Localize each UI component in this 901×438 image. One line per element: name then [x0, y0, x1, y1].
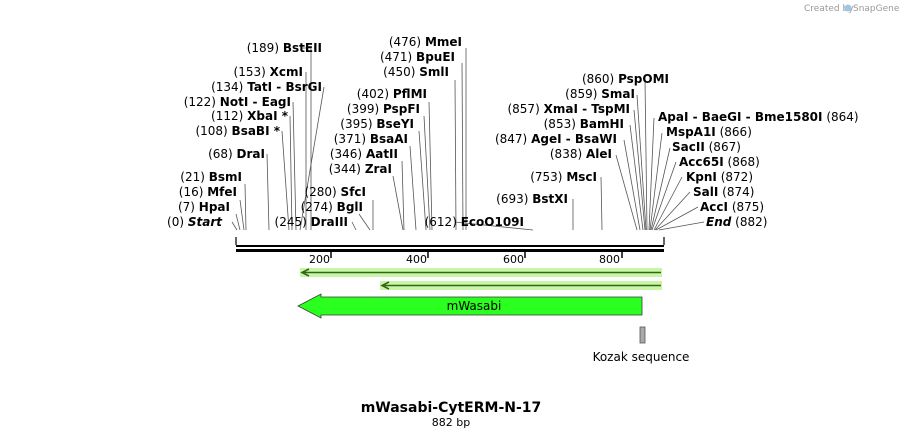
map-length: 882 bp	[432, 416, 470, 429]
site-draiii[interactable]: (245) DraIII	[275, 215, 348, 229]
credit-text: Created by	[804, 4, 854, 14]
site-acci[interactable]: AccI (875)	[700, 200, 764, 214]
site-zrai[interactable]: (344) ZraI	[329, 162, 392, 176]
site-kpni[interactable]: KpnI (872)	[686, 170, 753, 184]
site-drai[interactable]: (68) DraI	[208, 147, 265, 161]
site-sacii[interactable]: SacII (867)	[672, 140, 741, 154]
site-bsabi[interactable]: (108) BsaBI *	[195, 124, 280, 138]
brand-text: SnapGene	[853, 4, 900, 14]
tick-400: 400	[406, 253, 427, 266]
site-end[interactable]: End (882)	[706, 215, 767, 229]
site-smai[interactable]: (859) SmaI	[565, 87, 635, 101]
site-bseyi[interactable]: (395) BseYI	[340, 117, 414, 131]
mwasabi-label: mWasabi	[447, 299, 502, 313]
primer-arrow-1[interactable]	[300, 268, 662, 277]
site-bsmi[interactable]: (21) BsmI	[180, 170, 242, 184]
site-smli[interactable]: (450) SmlI	[383, 65, 449, 79]
kozak-label: Kozak sequence	[593, 350, 690, 364]
site-xmai-tspmi[interactable]: (857) XmaI - TspMI	[507, 102, 630, 116]
site-msci[interactable]: (753) MscI	[530, 170, 597, 184]
site-bpuei[interactable]: (471) BpuEI	[380, 50, 455, 64]
kozak-feature[interactable]: Kozak sequence	[593, 326, 690, 364]
map-title: mWasabi-CytERM-N-17	[361, 400, 542, 416]
mwasabi-feature[interactable]: mWasabi	[297, 293, 643, 319]
site-pspomi[interactable]: (860) PspOMI	[582, 72, 669, 86]
site-acc65i[interactable]: Acc65I (868)	[679, 155, 760, 169]
scale-ticks: 200 400 600 800	[309, 252, 623, 266]
site-ecoo109i[interactable]: (612) EcoO109I	[425, 215, 524, 229]
site-aatii[interactable]: (346) AatII	[330, 147, 398, 161]
site-xcmi[interactable]: (153) XcmI	[234, 65, 303, 79]
site-pflmi[interactable]: (402) PflMI	[357, 87, 427, 101]
site-tati-bsrgi[interactable]: (134) TatI - BsrGI	[211, 80, 322, 94]
site-sfci[interactable]: (280) SfcI	[304, 185, 366, 199]
site-alei[interactable]: (838) AleI	[550, 147, 612, 161]
site-bsaai[interactable]: (371) BsaAI	[334, 132, 408, 146]
site-sali[interactable]: SalI (874)	[693, 185, 754, 199]
site-bstxi[interactable]: (693) BstXI	[496, 192, 568, 206]
leader-lines	[231, 47, 705, 231]
site-mspa1i[interactable]: MspA1I (866)	[666, 125, 752, 139]
site-mmei[interactable]: (476) MmeI	[389, 35, 462, 49]
dna-backbone	[235, 237, 665, 252]
site-noti-eagi[interactable]: (122) NotI - EagI	[184, 95, 291, 109]
site-agei-bsawi[interactable]: (847) AgeI - BsaWI	[495, 132, 617, 146]
site-bsteii[interactable]: (189) BstEII	[247, 41, 322, 55]
primer-arrow-2[interactable]	[380, 281, 662, 290]
site-hpai[interactable]: (7) HpaI	[178, 200, 230, 214]
tick-200: 200	[309, 253, 330, 266]
tick-600: 600	[503, 253, 524, 266]
tick-800: 800	[599, 253, 620, 266]
site-bamhi[interactable]: (853) BamHI	[544, 117, 624, 131]
site-start[interactable]: (0) Start	[167, 215, 223, 229]
snapgene-logo-icon	[844, 4, 852, 12]
site-xbai[interactable]: (112) XbaI *	[211, 109, 289, 123]
site-mfei[interactable]: (16) MfeI	[179, 185, 237, 199]
site-pspfi[interactable]: (399) PspFI	[347, 102, 420, 116]
site-bgli[interactable]: (274) BglI	[301, 200, 363, 214]
site-apai-baegi-bme1580i[interactable]: ApaI - BaeGI - Bme1580I (864)	[658, 110, 859, 124]
